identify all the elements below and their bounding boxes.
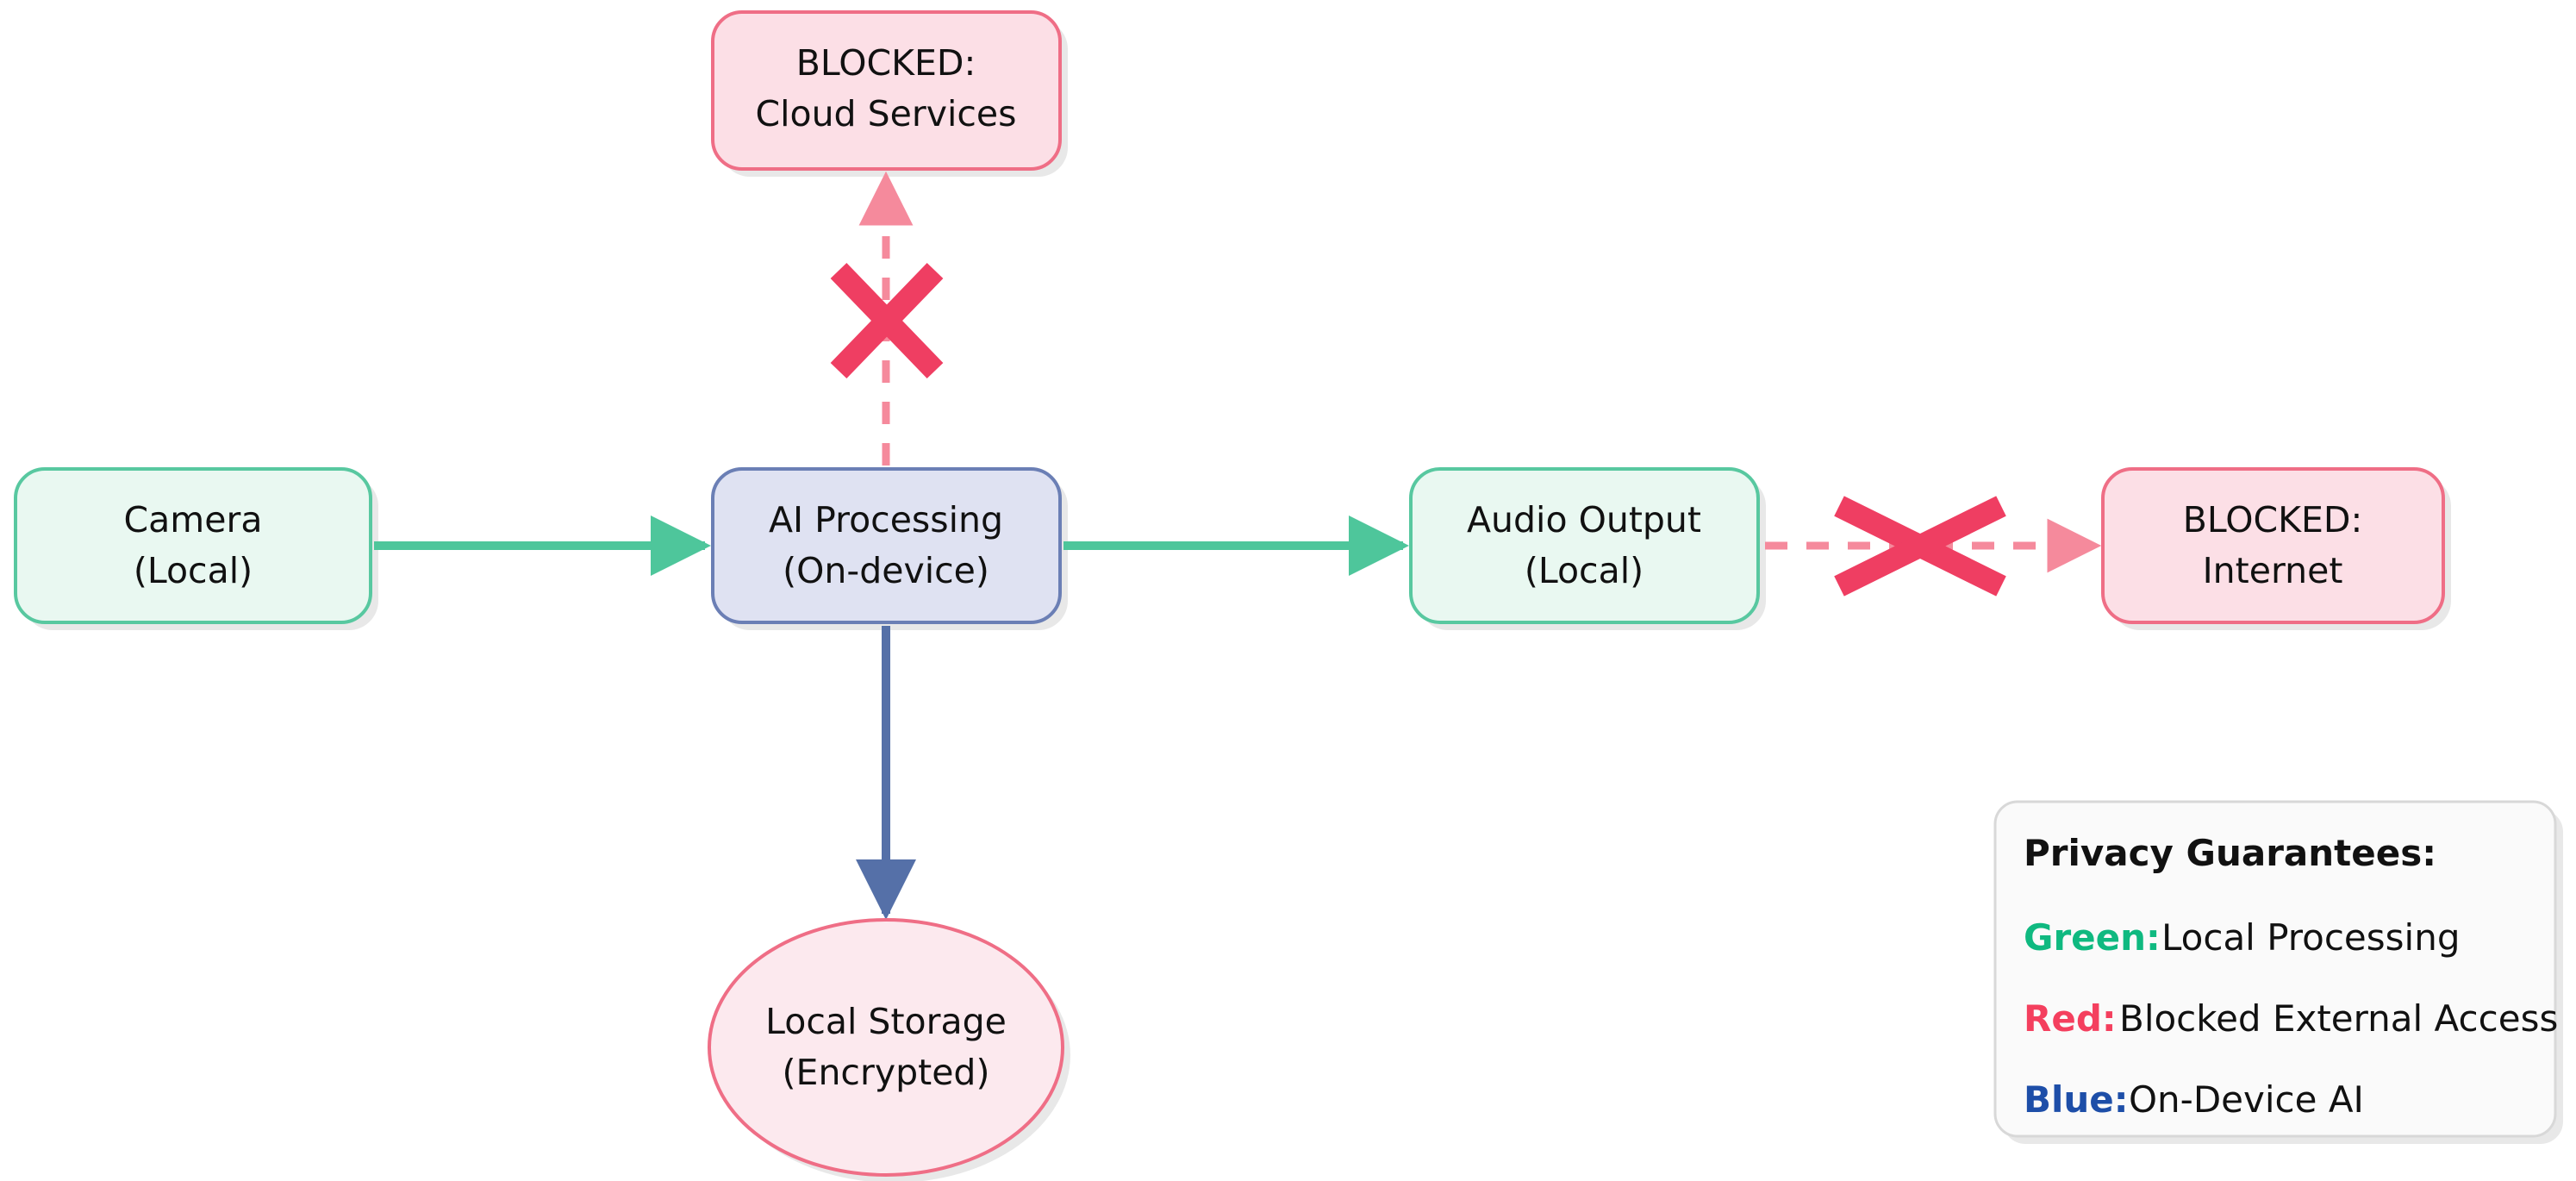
- blocked-cloud-label-line2: Cloud Services: [755, 93, 1016, 134]
- audio-output-box[interactable]: [1409, 467, 1760, 624]
- node-blocked-cloud-services[interactable]: BLOCKED: Cloud Services: [711, 10, 1062, 171]
- node-audio-output[interactable]: Audio Output (Local): [1409, 467, 1760, 624]
- camera-box[interactable]: [14, 467, 372, 624]
- blocked-cross-horizontal: [1834, 496, 2006, 597]
- ai-processing-box[interactable]: [711, 467, 1062, 624]
- legend-key-green: Green:: [2024, 916, 2161, 959]
- legend-title: Privacy Guarantees:: [2024, 832, 2436, 874]
- ai-processing-label-line1: AI Processing: [769, 499, 1003, 541]
- local-storage-label-line2: (Encrypted): [783, 1052, 990, 1093]
- node-local-storage[interactable]: Local Storage (Encrypted): [708, 918, 1064, 1177]
- legend-row-blue: Blue: On-Device AI: [2024, 1078, 2364, 1121]
- node-blocked-internet[interactable]: BLOCKED: Internet: [2101, 467, 2445, 624]
- legend-value-red: Blocked External Access: [2119, 997, 2558, 1040]
- legend-row-red: Red: Blocked External Access: [2024, 997, 2558, 1040]
- node-camera[interactable]: Camera (Local): [14, 467, 372, 624]
- ai-processing-label-line2: (On-device): [783, 550, 989, 591]
- cross-stroke-b-icon: [830, 262, 944, 379]
- audio-output-label-line1: Audio Output: [1467, 499, 1701, 541]
- legend-key-blue: Blue:: [2024, 1078, 2129, 1121]
- node-ai-processing[interactable]: AI Processing (On-device): [711, 467, 1062, 624]
- cross-stroke-b-icon: [1834, 496, 2006, 597]
- blocked-internet-label-line2: Internet: [2203, 550, 2343, 591]
- local-storage-label-line1: Local Storage: [765, 1001, 1007, 1042]
- blocked-internet-label-line1: BLOCKED:: [2183, 499, 2363, 541]
- blocked-cloud-box[interactable]: [711, 10, 1062, 171]
- local-storage-ellipse[interactable]: [708, 918, 1064, 1177]
- legend-value-blue: On-Device AI: [2129, 1078, 2364, 1121]
- camera-label-line1: Camera: [124, 499, 263, 541]
- legend-value-green: Local Processing: [2161, 916, 2460, 959]
- audio-output-label-line2: (Local): [1525, 550, 1644, 591]
- edges-layer: [374, 171, 2102, 920]
- blocked-cloud-label-line1: BLOCKED:: [796, 42, 976, 84]
- camera-label-line2: (Local): [134, 550, 253, 591]
- legend-panel: Privacy Guarantees: Green: Local Process…: [1993, 800, 2558, 1138]
- blocked-internet-box[interactable]: [2101, 467, 2445, 624]
- legend-box: [1993, 800, 2557, 1138]
- blocked-cross-vertical: [830, 262, 944, 379]
- legend-key-red: Red:: [2024, 997, 2117, 1040]
- legend-row-green: Green: Local Processing: [2024, 916, 2460, 959]
